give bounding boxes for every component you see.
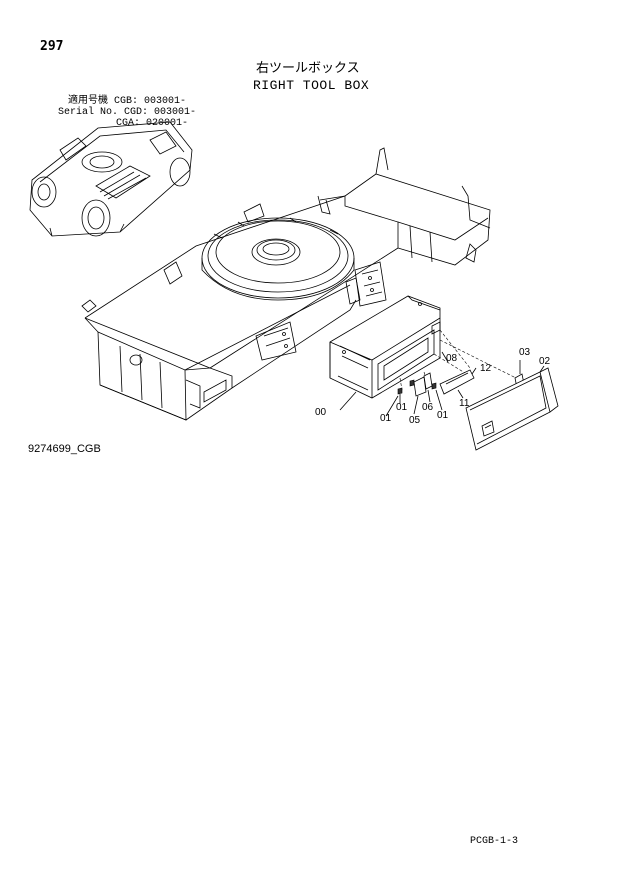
- page-reference: PCGB-1-3: [470, 836, 519, 847]
- label-part-06: 06: [422, 402, 434, 413]
- label-part-11: 11: [459, 398, 470, 409]
- label-part-00: 00: [315, 407, 327, 418]
- label-part-01: 01: [437, 410, 449, 421]
- label-part-02: 02: [539, 356, 551, 367]
- tool-box: [329, 295, 521, 399]
- title-japanese: 右ツールボックス: [256, 61, 360, 76]
- title-english: RIGHT TOOL BOX: [253, 78, 370, 93]
- leader-lines: [339, 351, 545, 417]
- overview-machine: [29, 121, 193, 237]
- small-parts: [397, 367, 559, 451]
- label-part-03: 03: [519, 347, 531, 358]
- label-part-05: 05: [409, 415, 421, 426]
- serial-line-2: Serial No. CGD: 003001-: [58, 107, 197, 118]
- drawing-code: 9274699_CGB: [28, 443, 101, 455]
- page-number: 297: [40, 39, 64, 54]
- label-part-01: 01: [380, 413, 392, 424]
- label-part-08: 08: [446, 353, 458, 364]
- label-part-01: 01: [396, 402, 408, 413]
- main-frame: [81, 147, 491, 421]
- label-part-12: 12: [480, 363, 492, 374]
- serial-line-1: 適用号機 CGB: 003001-: [68, 96, 187, 107]
